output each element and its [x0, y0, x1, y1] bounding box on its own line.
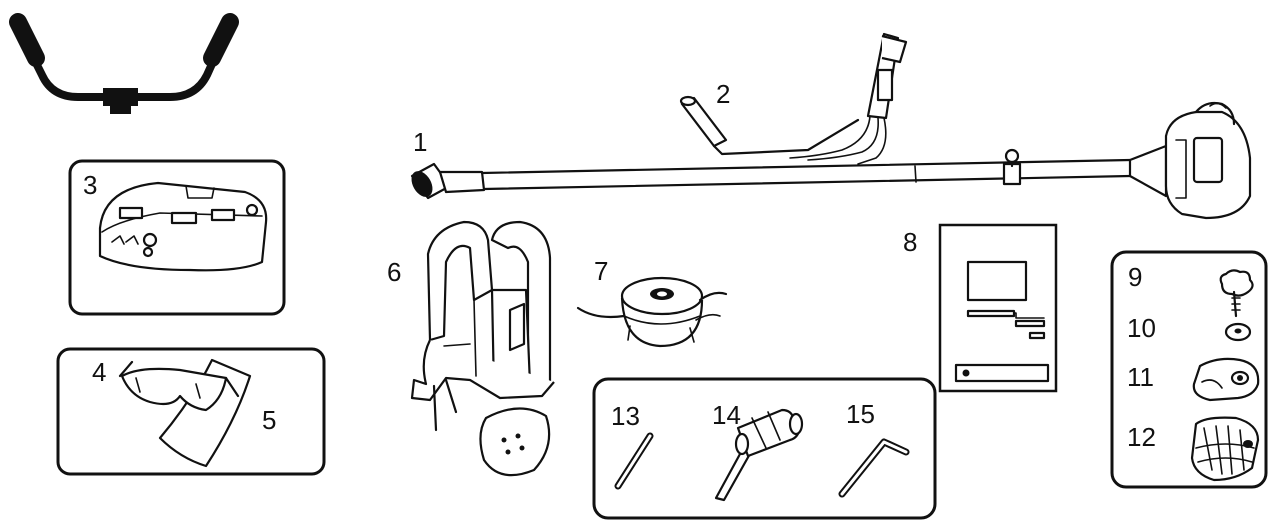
nylon-trimmer-head-icon [576, 276, 728, 348]
label-4: 4 [92, 357, 106, 387]
shoulder-harness-icon [410, 220, 555, 477]
label-12: 12 [1127, 422, 1156, 452]
small-parts-box [1110, 250, 1268, 489]
blade-guard-icon [98, 181, 268, 272]
label-7: 7 [594, 256, 608, 286]
label-15: 15 [846, 399, 875, 429]
handle-holder-icon [1190, 416, 1260, 482]
label-14: 14 [712, 400, 741, 430]
washer-icon [1224, 322, 1252, 342]
label-10: 10 [1127, 313, 1156, 343]
label-6: 6 [387, 257, 401, 287]
safety-goggles-icon [118, 360, 240, 412]
label-13: 13 [611, 401, 640, 431]
label-1: 1 [413, 127, 427, 157]
guard-box [68, 159, 286, 316]
label-2: 2 [716, 79, 730, 109]
brush-cutter-icon [410, 101, 1252, 220]
goggles-box [56, 347, 326, 476]
hex-key-icon [838, 438, 910, 498]
box-wrench-icon [714, 408, 804, 502]
rod-icon [614, 432, 654, 490]
label-5: 5 [262, 405, 276, 435]
throttle-handle-icon [679, 32, 908, 165]
label-8: 8 [903, 227, 917, 257]
handlebar-icon [9, 13, 239, 114]
instruction-manual-icon [938, 223, 1058, 393]
handle-clamp-icon [1192, 357, 1260, 402]
tools-box [592, 377, 937, 520]
label-9: 9 [1128, 262, 1142, 292]
knob-bolt-icon [1219, 269, 1254, 318]
label-3: 3 [83, 170, 97, 200]
label-11: 11 [1127, 362, 1154, 392]
